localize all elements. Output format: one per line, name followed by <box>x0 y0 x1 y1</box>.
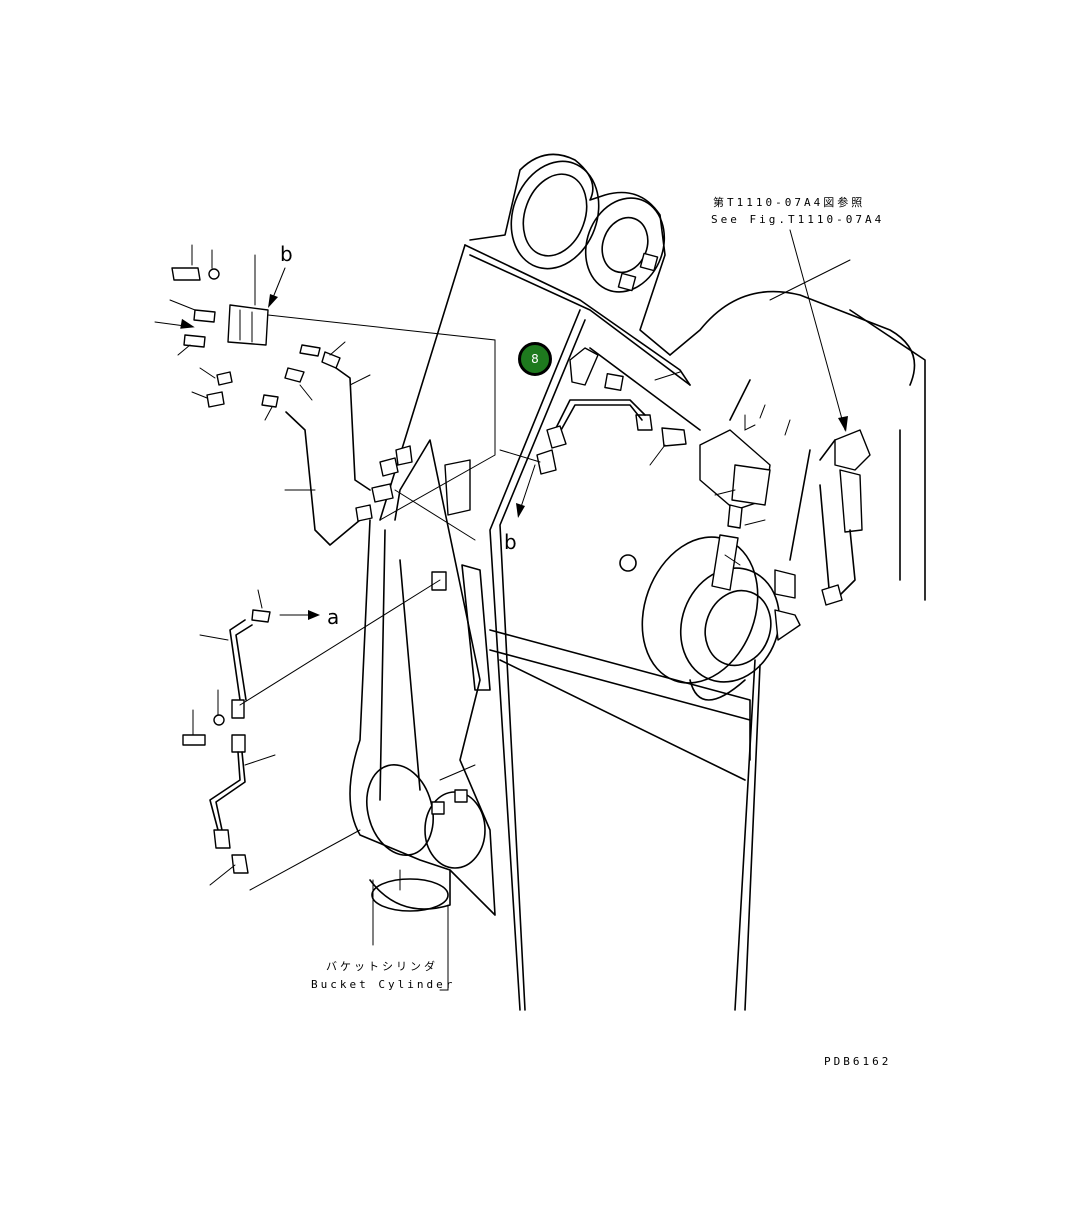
view-arrows <box>180 267 848 620</box>
leader-lines <box>154 229 851 991</box>
drawing-code: PDB6162 <box>824 1055 892 1068</box>
view-label-a: a <box>327 605 340 629</box>
view-label-b-top: b <box>280 242 293 266</box>
hose-upper <box>536 399 646 475</box>
lower-right-boss <box>619 504 801 701</box>
bucket-cylinder-ja-label: バケットシリンダ <box>326 960 438 973</box>
upper-clamp <box>444 347 624 516</box>
pipe-harness-top <box>171 267 496 546</box>
bucket-cylinder-en-label: Bucket Cylinder <box>311 978 456 991</box>
view-label-b-mid: b <box>504 530 517 554</box>
pipe-harness-bottom <box>182 579 441 891</box>
arm-top-bosses <box>464 153 691 386</box>
fig-ref-ja-label: 第T1110-07A4図参照 <box>713 196 866 209</box>
right-bracket <box>789 429 871 606</box>
sensor-unit <box>589 347 771 511</box>
arm-body <box>379 244 926 1011</box>
callout-badge[interactable]: 8 <box>518 342 552 376</box>
fig-ref-en-label: See Fig.T1110-07A4 <box>711 213 885 226</box>
bucket-link-plate <box>349 439 496 916</box>
